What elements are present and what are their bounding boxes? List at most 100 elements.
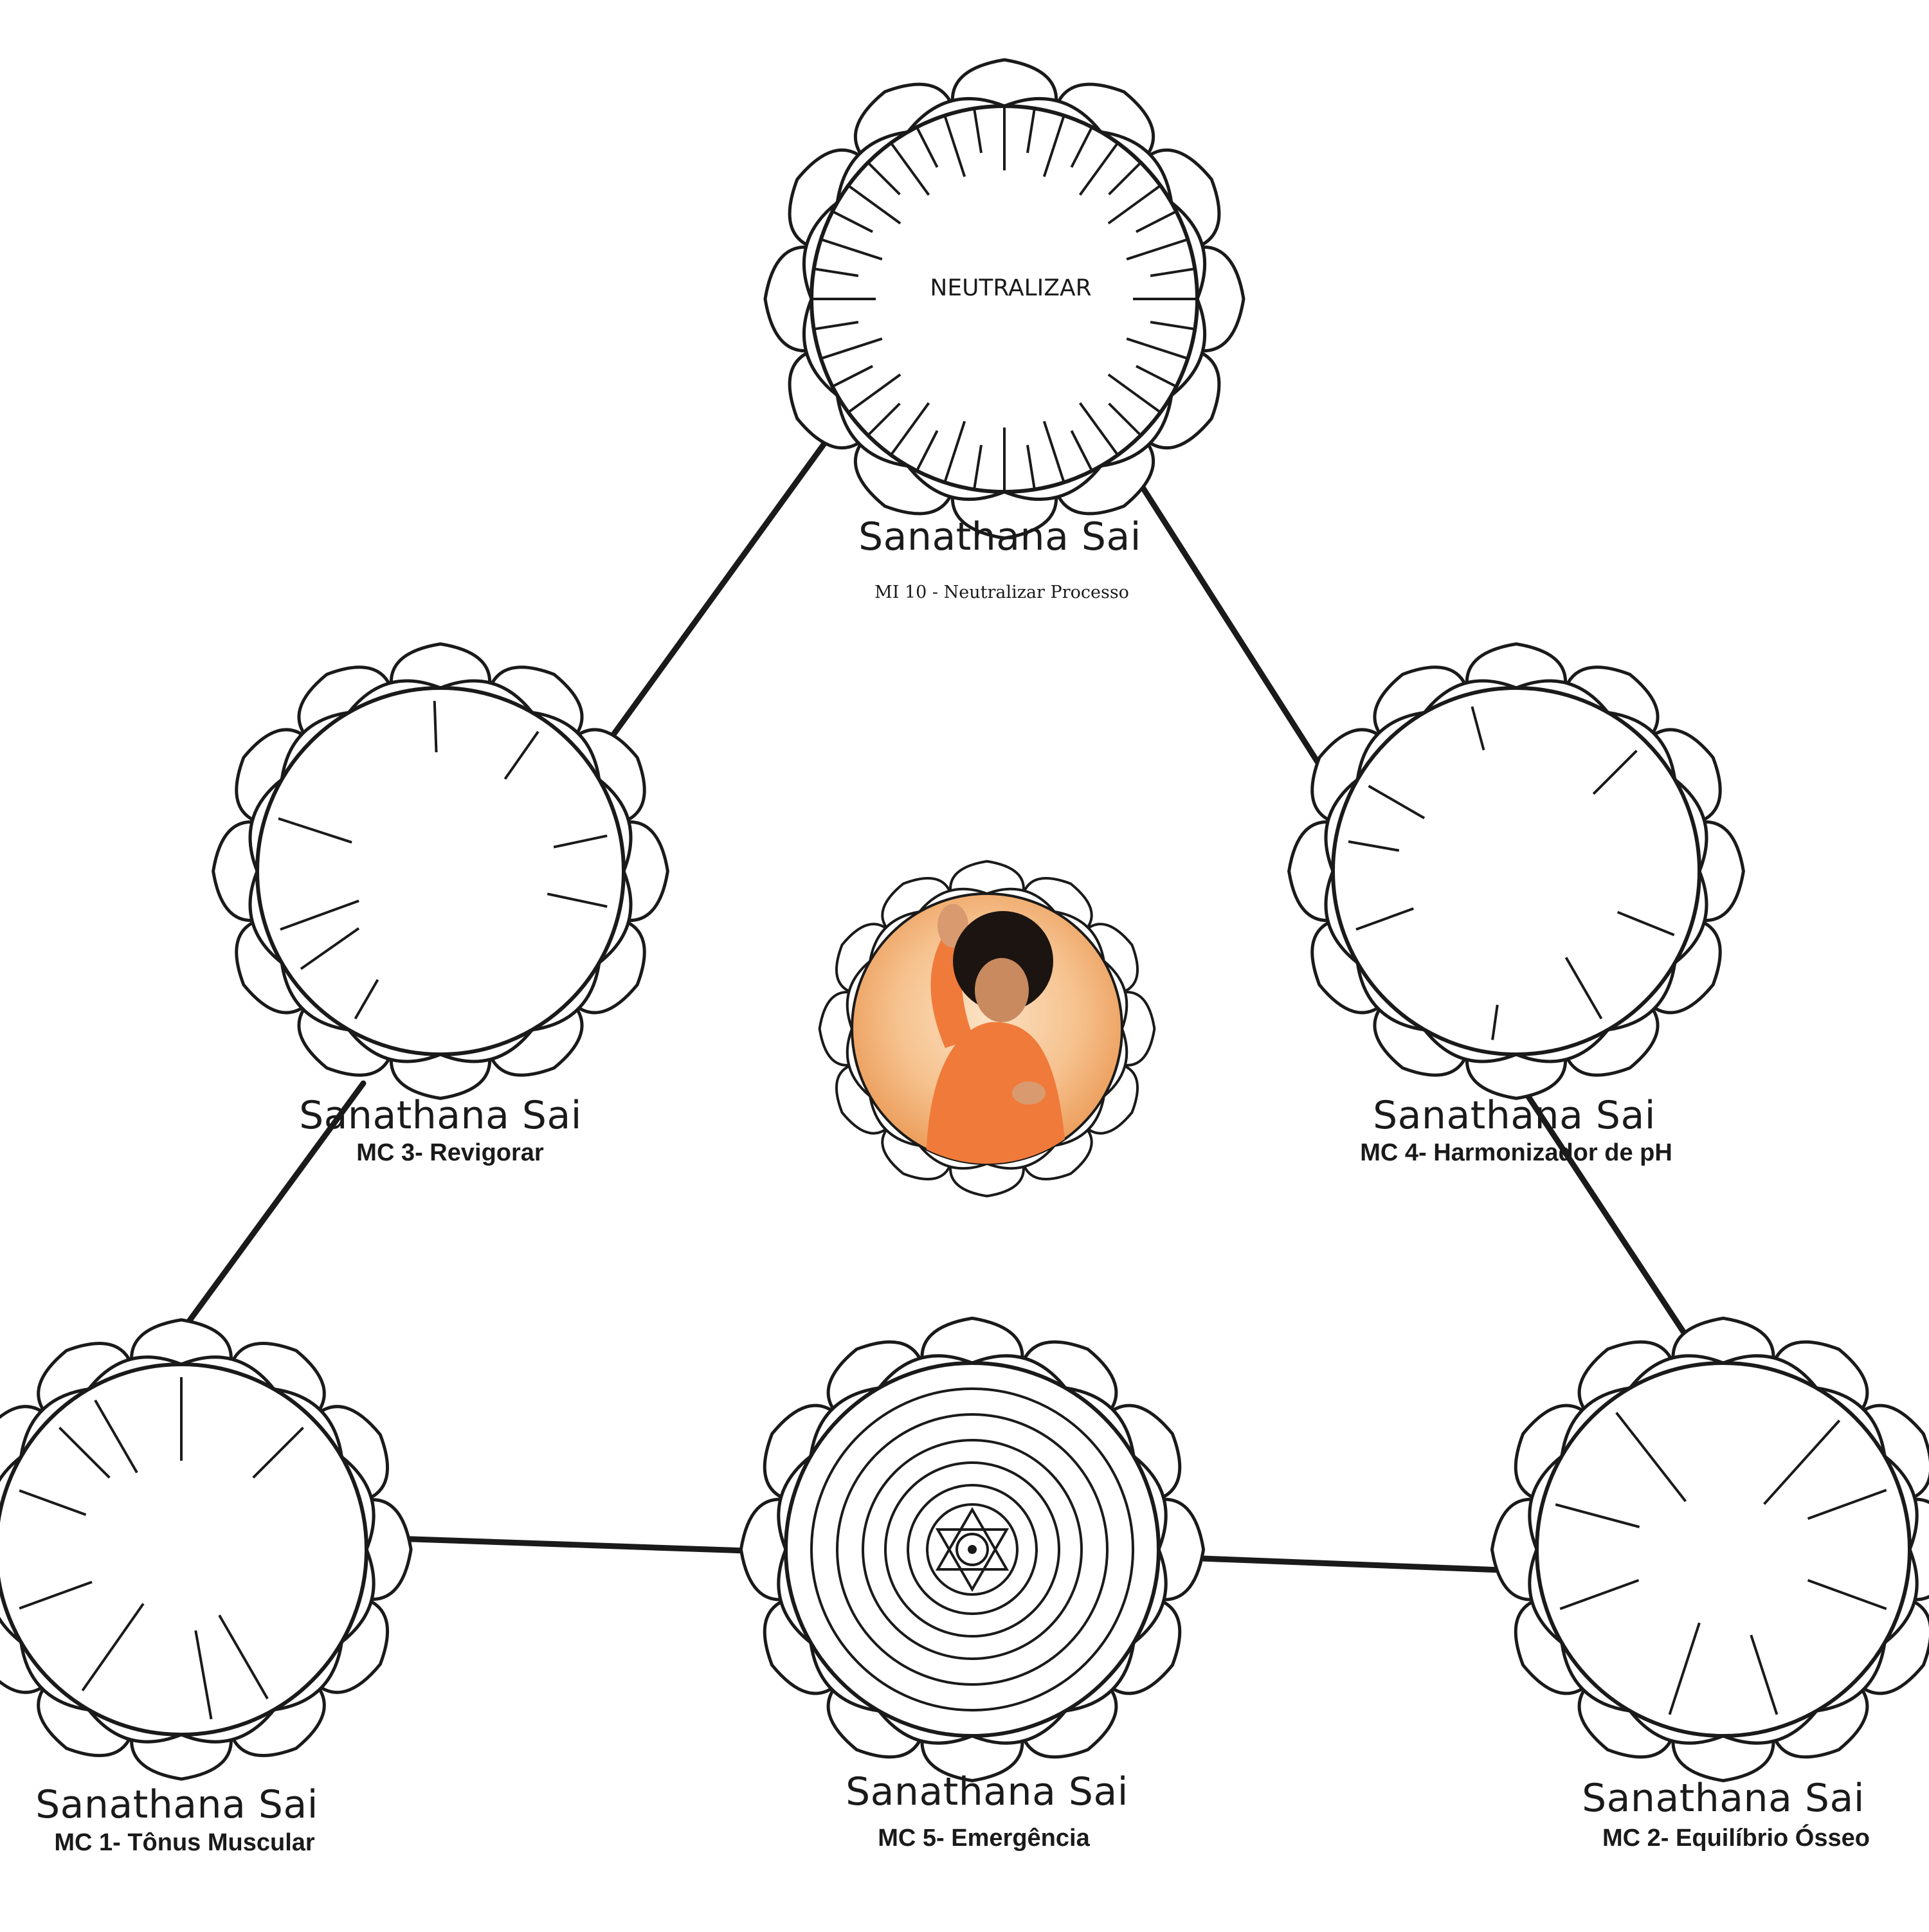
node-title-mc1: Sanathana Sai — [35, 1782, 318, 1827]
tick-mark — [1136, 210, 1177, 233]
sparse-ticks-mc1 — [19, 1377, 304, 1720]
tick-mark — [973, 108, 983, 154]
connector-line-5 — [392, 1535, 768, 1555]
lotus-node-mc1 — [0, 1318, 413, 1781]
tick-mark — [1078, 142, 1119, 196]
tick-mark — [916, 126, 939, 168]
star-center-dot — [968, 1545, 977, 1554]
tick-mark — [252, 1427, 304, 1479]
node-code-mc5: MC 5- Emergência — [878, 1825, 1090, 1852]
tick-mark — [943, 420, 966, 483]
neutralizar-center-text: NEUTRALIZAR — [930, 275, 1092, 302]
tick-mark — [1136, 365, 1177, 388]
tick-mark — [280, 899, 359, 931]
tick-mark — [1108, 402, 1142, 437]
sparse-ticks-mc3 — [278, 701, 608, 1020]
connector-line-6 — [1182, 1555, 1521, 1574]
tick-mark — [1150, 267, 1195, 277]
figure-lower-hand — [1012, 1081, 1046, 1105]
tick-mark — [433, 701, 438, 753]
lotus-circle-mc2 — [1535, 1361, 1912, 1738]
tick-mark — [1750, 1634, 1779, 1715]
node-code-mc1: MC 1- Tônus Muscular — [54, 1829, 315, 1856]
lotus-node-mi10 — [763, 58, 1245, 540]
node-code-mi10: MI 10 - Neutralizar Processo — [874, 582, 1129, 602]
tick-mark — [354, 979, 379, 1020]
tick-mark — [867, 161, 901, 195]
node-code-mc4: MC 4- Harmonizador de pH — [1360, 1139, 1672, 1166]
center-portrait — [818, 860, 1156, 1198]
connector-line-2 — [1116, 447, 1334, 786]
tick-mark — [1592, 750, 1638, 795]
tick-mark — [943, 115, 966, 177]
tick-mark — [831, 365, 873, 388]
concentric-ring — [884, 1461, 1060, 1638]
sparse-ticks-mc4 — [1348, 706, 1675, 1040]
figure-robe — [926, 1022, 1067, 1164]
lotus-group — [0, 58, 1929, 1783]
tick-mark — [1615, 1412, 1687, 1503]
tick-mark — [1150, 321, 1195, 330]
connector-line-3 — [179, 1080, 367, 1334]
tick-mark — [1564, 957, 1603, 1020]
tick-mark — [847, 185, 901, 225]
concentric-ring — [836, 1413, 1109, 1686]
tick-mark — [1107, 185, 1161, 225]
lotus-node-mc5 — [739, 1316, 1206, 1783]
lotus-node-mc4 — [1287, 642, 1745, 1100]
tick-mark — [1126, 337, 1188, 360]
node-code-mc2: MC 2- Equilíbrio Ósseo — [1602, 1825, 1870, 1852]
tick-mark — [278, 817, 352, 844]
tick-mark — [1355, 907, 1414, 931]
concentric-ring — [862, 1439, 1083, 1660]
concentric-ring — [907, 1484, 1038, 1615]
tick-mark — [503, 730, 539, 780]
tick-mark — [1617, 910, 1675, 937]
tick-mark — [300, 927, 360, 970]
tick-mark — [1042, 115, 1065, 177]
tick-mark — [1471, 706, 1485, 751]
tick-mark — [820, 337, 883, 360]
tick-mark — [19, 1489, 87, 1516]
sparse-ticks-mc2 — [1555, 1412, 1887, 1715]
tick-mark — [1042, 420, 1065, 483]
tick-mark — [1107, 373, 1161, 413]
tick-mark — [1491, 1004, 1499, 1040]
tick-mark — [194, 1630, 213, 1720]
lotus-circle-mc1 — [0, 1362, 368, 1737]
connector-line-1 — [604, 424, 839, 746]
tick-mark — [94, 1399, 138, 1474]
star-triangle-down — [935, 1528, 1010, 1592]
node-title-mc3: Sanathana Sai — [299, 1093, 582, 1138]
tick-mark — [553, 834, 608, 849]
tick-mark — [831, 210, 873, 233]
tick-mark — [19, 1580, 93, 1610]
node-code-mc3: MC 3- Revigorar — [356, 1139, 544, 1166]
tick-mark — [973, 444, 983, 490]
concentric-ring — [926, 1503, 1019, 1596]
tick-mark — [1559, 1579, 1640, 1611]
tick-mark — [1368, 784, 1426, 820]
connector-lines — [179, 424, 1707, 1574]
tick-mark — [1126, 238, 1188, 261]
node-title-mi10: Sanathana Sai — [858, 514, 1141, 559]
lotus-portrait-icon — [926, 904, 1067, 1164]
tick-mark — [1078, 402, 1119, 456]
tick-mark — [1026, 108, 1036, 154]
tick-mark — [59, 1427, 111, 1479]
node-title-mc5: Sanathana Sai — [846, 1769, 1128, 1814]
tick-mark — [1348, 840, 1400, 852]
tick-mark — [867, 402, 901, 437]
figure-arm — [930, 932, 974, 1048]
tick-mark — [1108, 161, 1142, 195]
tick-mark — [1668, 1622, 1701, 1715]
star-center-ring — [955, 1533, 989, 1566]
tick-mark — [890, 402, 930, 456]
figure-face — [975, 958, 1029, 1022]
tick-mark — [1807, 1488, 1887, 1520]
tick-mark — [1555, 1503, 1640, 1528]
tick-mark — [218, 1614, 269, 1700]
tick-mark — [820, 238, 883, 261]
